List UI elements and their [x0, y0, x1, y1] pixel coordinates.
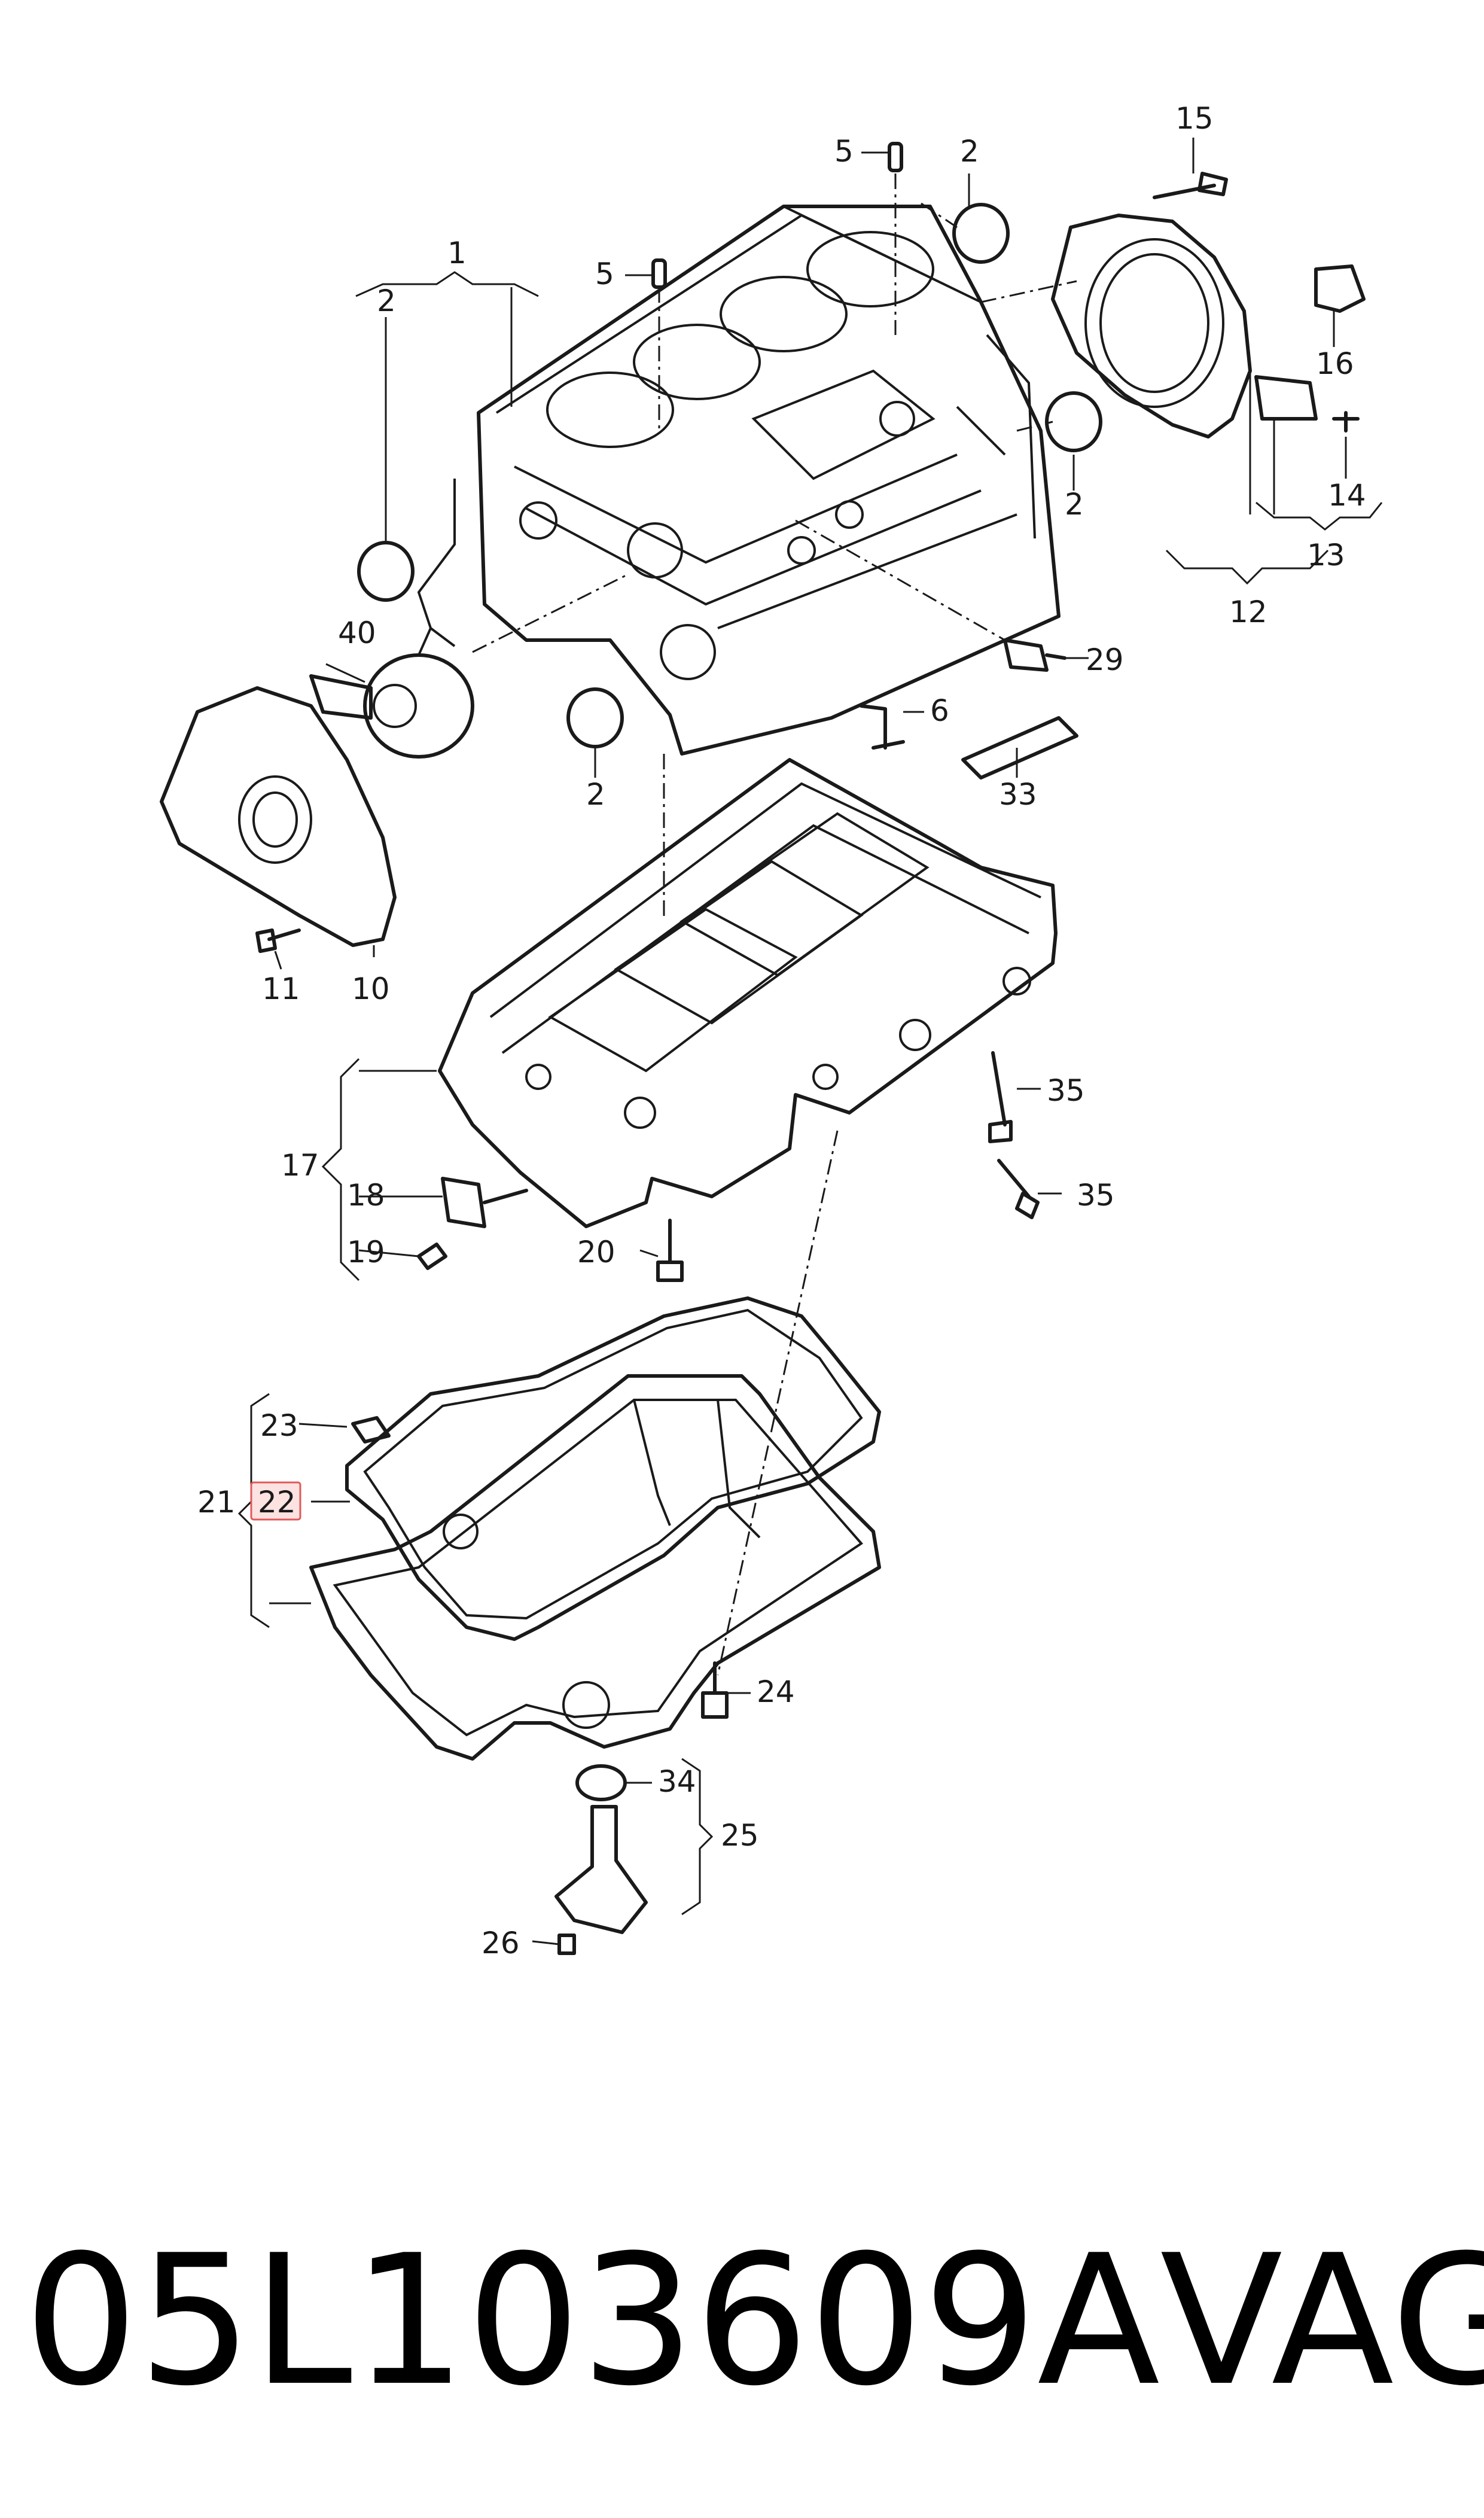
callout-2: 2	[1065, 487, 1084, 522]
front-seal-flange	[160, 686, 397, 947]
brand-name: VAG	[1160, 2216, 1484, 2425]
callout-10: 10	[352, 972, 390, 1006]
callout-13: 13	[1307, 538, 1345, 573]
callout-5: 5	[834, 134, 854, 169]
alignment-lines	[472, 173, 1077, 1676]
callout-17: 17	[281, 1148, 319, 1183]
callout-35: 35	[1047, 1073, 1085, 1108]
highlight-box-22	[250, 1481, 301, 1521]
callout-1: 1	[447, 236, 467, 270]
callout-16: 16	[1316, 346, 1354, 381]
callout-29: 29	[1086, 643, 1124, 677]
callout-34: 34	[658, 1764, 696, 1799]
callout-14: 14	[1328, 478, 1366, 513]
callout-18: 18	[347, 1178, 385, 1213]
oil-pan-gasket	[345, 1296, 881, 1641]
cylinder-block	[477, 205, 1061, 756]
callout-33: 33	[999, 777, 1037, 812]
callout-11: 11	[262, 972, 300, 1006]
rear-seal-flange	[1051, 214, 1252, 439]
callout-20: 20	[577, 1235, 615, 1269]
callout-12: 12	[1229, 595, 1267, 629]
callout-braces	[237, 271, 1383, 1916]
callout-40: 40	[338, 616, 376, 650]
callout-25: 25	[721, 1818, 759, 1853]
part-caption: 05L103609A VAG	[24, 2213, 1484, 2429]
callout-6: 6	[930, 693, 949, 728]
callout-24: 24	[757, 1674, 795, 1709]
callout-2: 2	[377, 284, 396, 318]
bedplate-lower-block	[438, 758, 1058, 1228]
callout-5: 5	[595, 257, 614, 291]
vacuum-pump	[309, 479, 474, 759]
callout-2: 2	[960, 134, 979, 169]
callout-26: 26	[482, 1926, 520, 1960]
callout-22: 22	[258, 1485, 296, 1520]
callout-21: 21	[197, 1485, 236, 1520]
callout-19: 19	[347, 1235, 385, 1269]
callout-23: 23	[260, 1408, 298, 1443]
part-number: 05L103609A	[24, 2216, 1160, 2425]
callout-15: 15	[1175, 101, 1214, 136]
callout-2: 2	[586, 777, 605, 812]
callout-labels: 1 2 2 2 2 5 5 6 10 11 12 13 14 15 16 17 …	[197, 101, 1366, 1960]
leader-lines	[269, 138, 1347, 1945]
callout-35: 35	[1077, 1178, 1115, 1213]
small-parts	[255, 142, 1366, 1955]
oil-pan	[309, 1374, 881, 1761]
